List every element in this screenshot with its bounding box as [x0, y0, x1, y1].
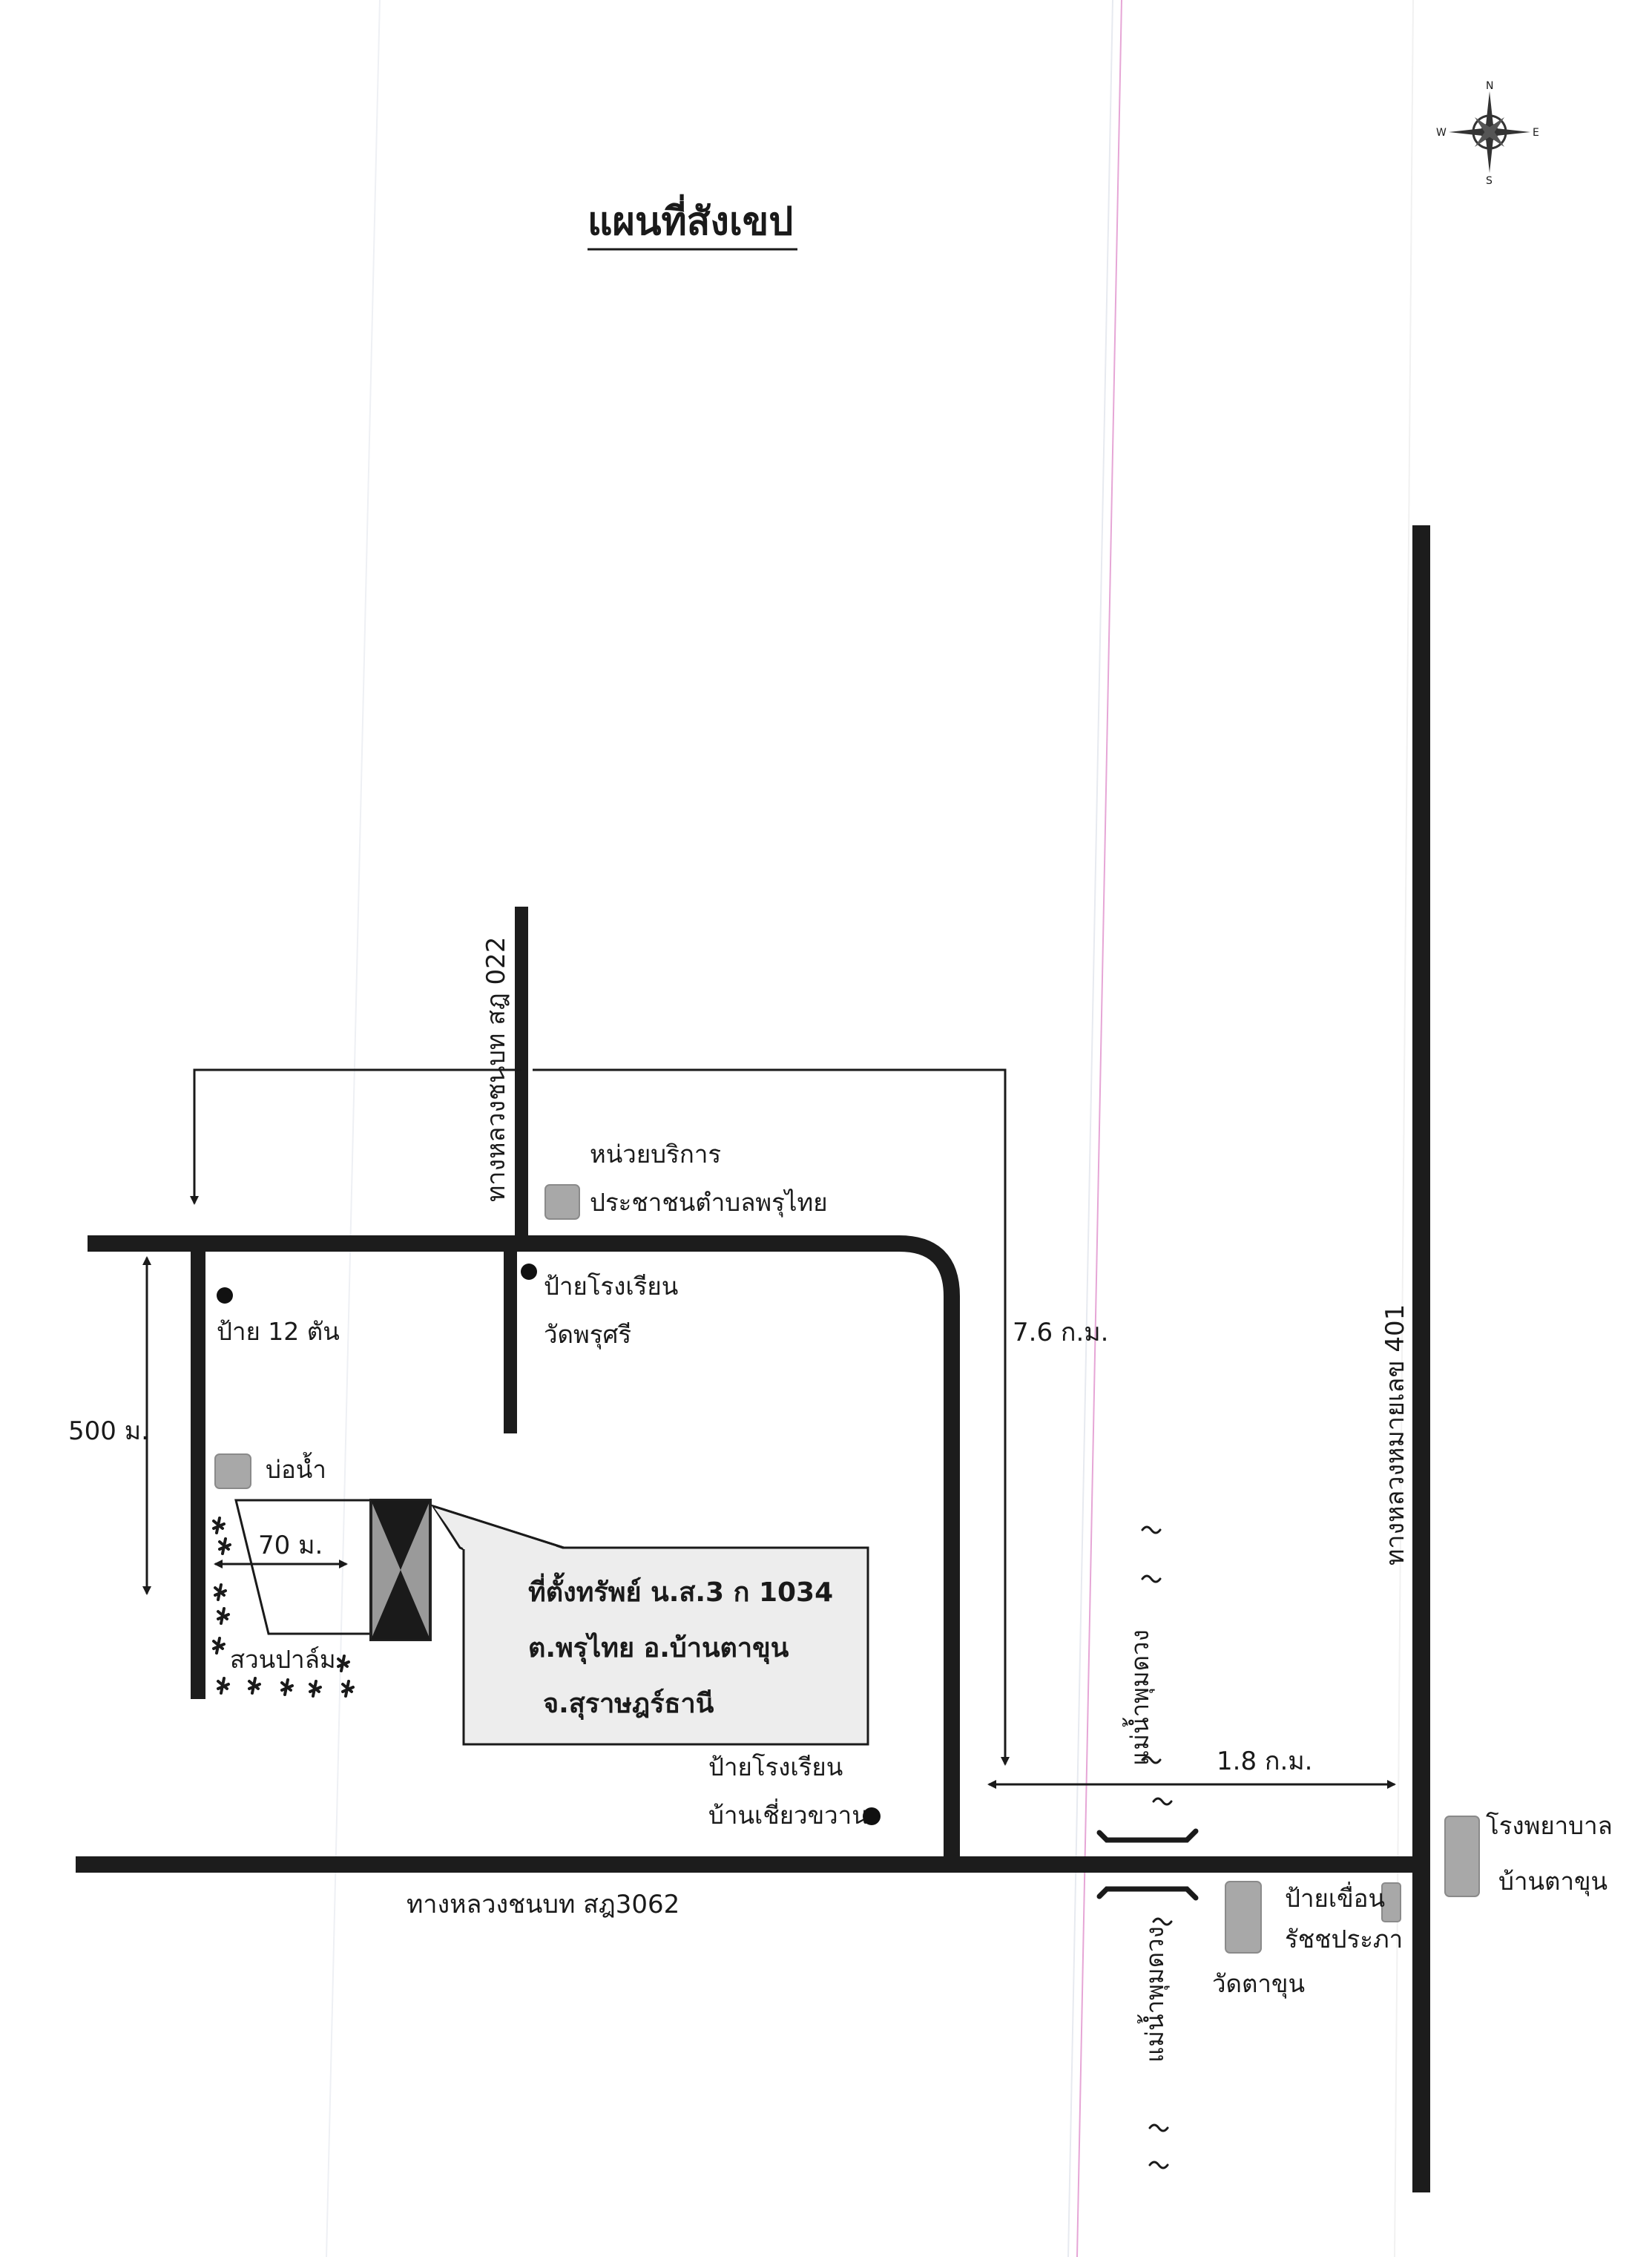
- label-road-highway-401: ทางหลวงหมายเลข 401: [1380, 1304, 1410, 1566]
- label-dam-sign-1: ป้ายเขื่อน: [1285, 1882, 1385, 1913]
- label-hospital-1: โรงพยาบาล: [1486, 1811, 1613, 1840]
- river-tilde-icons: [1141, 1525, 1173, 2169]
- label-pond: บ่อน้ำ: [266, 1452, 326, 1484]
- label-school-wat-1: ป้ายโรงเรียน: [544, 1272, 678, 1301]
- route-arrows: [142, 1068, 1396, 1789]
- label-distance-70m: 70 ม.: [258, 1531, 323, 1560]
- compass-e: E: [1533, 127, 1539, 139]
- compass-rose-icon: N S E W: [1436, 80, 1539, 187]
- label-service-unit-2: ประชาชนตำบลพรุไทย: [590, 1188, 828, 1218]
- roads: [76, 525, 1430, 2192]
- label-service-unit-1: หน่วยบริการ: [590, 1140, 721, 1169]
- compass-w: W: [1436, 127, 1447, 139]
- label-sign-12-ton: ป้าย 12 ตัน: [217, 1317, 340, 1346]
- service-unit-building-icon: [544, 1184, 580, 1220]
- school-ban-marker-icon: [863, 1807, 881, 1825]
- label-road-local-3062: ทางหลวงชนบท สฎ3062: [407, 1890, 679, 1919]
- pond-icon: [214, 1453, 251, 1489]
- dam-sign-icon: [1381, 1882, 1401, 1922]
- label-school-ban-1: ป้ายโรงเรียน: [708, 1752, 843, 1781]
- palm-tree-icons: [212, 1517, 355, 1698]
- bridge-icon: [1096, 1828, 1199, 1901]
- scan-lines: [326, 0, 1414, 2257]
- sign-12-ton-marker-icon: [217, 1287, 233, 1304]
- label-school-wat-2: วัดพรุศรี: [544, 1320, 631, 1350]
- label-property-2: ต.พรุไทย อ.บ้านตาขุน: [528, 1632, 789, 1665]
- label-distance-7-6km: 7.6 ก.ม.: [1013, 1318, 1109, 1347]
- compass-n: N: [1486, 80, 1493, 92]
- label-palm-garden: สวนปาล์ม: [230, 1645, 336, 1674]
- label-distance-1-8km: 1.8 ก.ม.: [1217, 1747, 1313, 1776]
- label-school-ban-2: บ้านเชี่ยวขวาน: [708, 1798, 869, 1830]
- school-wat-marker-icon: [521, 1264, 537, 1280]
- label-property-1: ที่ตั้งทรัพย์ น.ส.3 ก 1034: [528, 1572, 833, 1608]
- label-wat-ta-khun: วัดตาขุน: [1212, 1969, 1305, 1999]
- wat-ta-khun-icon: [1225, 1881, 1262, 1954]
- label-hospital-2: บ้านตาขุน: [1498, 1867, 1607, 1896]
- top-road: [88, 1235, 960, 1865]
- label-road-local-022: ทางหลวงชนบท สฎ 022: [481, 937, 511, 1202]
- callout-tail-edge-1: [432, 1505, 565, 1549]
- label-property-3: จ.สุราษฎร์ธานี: [543, 1688, 714, 1721]
- route-arrow-east: [533, 1068, 1010, 1766]
- compass-s: S: [1486, 175, 1493, 187]
- route-arrow-west: [190, 1068, 521, 1205]
- land-parcel: [234, 1499, 372, 1635]
- property-marker-icon: [369, 1499, 432, 1641]
- label-dam-sign-2: รัชชประภา: [1285, 1925, 1403, 1954]
- label-distance-500m: 500 ม.: [68, 1416, 149, 1446]
- property-callout: [462, 1546, 869, 1746]
- label-river-south: แม่น้ำพุมดวง: [1137, 1926, 1170, 2063]
- hospital-icon: [1444, 1816, 1480, 1897]
- map-title: แผนที่สังเขป: [588, 194, 793, 244]
- label-river-north: แม่น้ำพุมดวง: [1122, 1629, 1155, 1766]
